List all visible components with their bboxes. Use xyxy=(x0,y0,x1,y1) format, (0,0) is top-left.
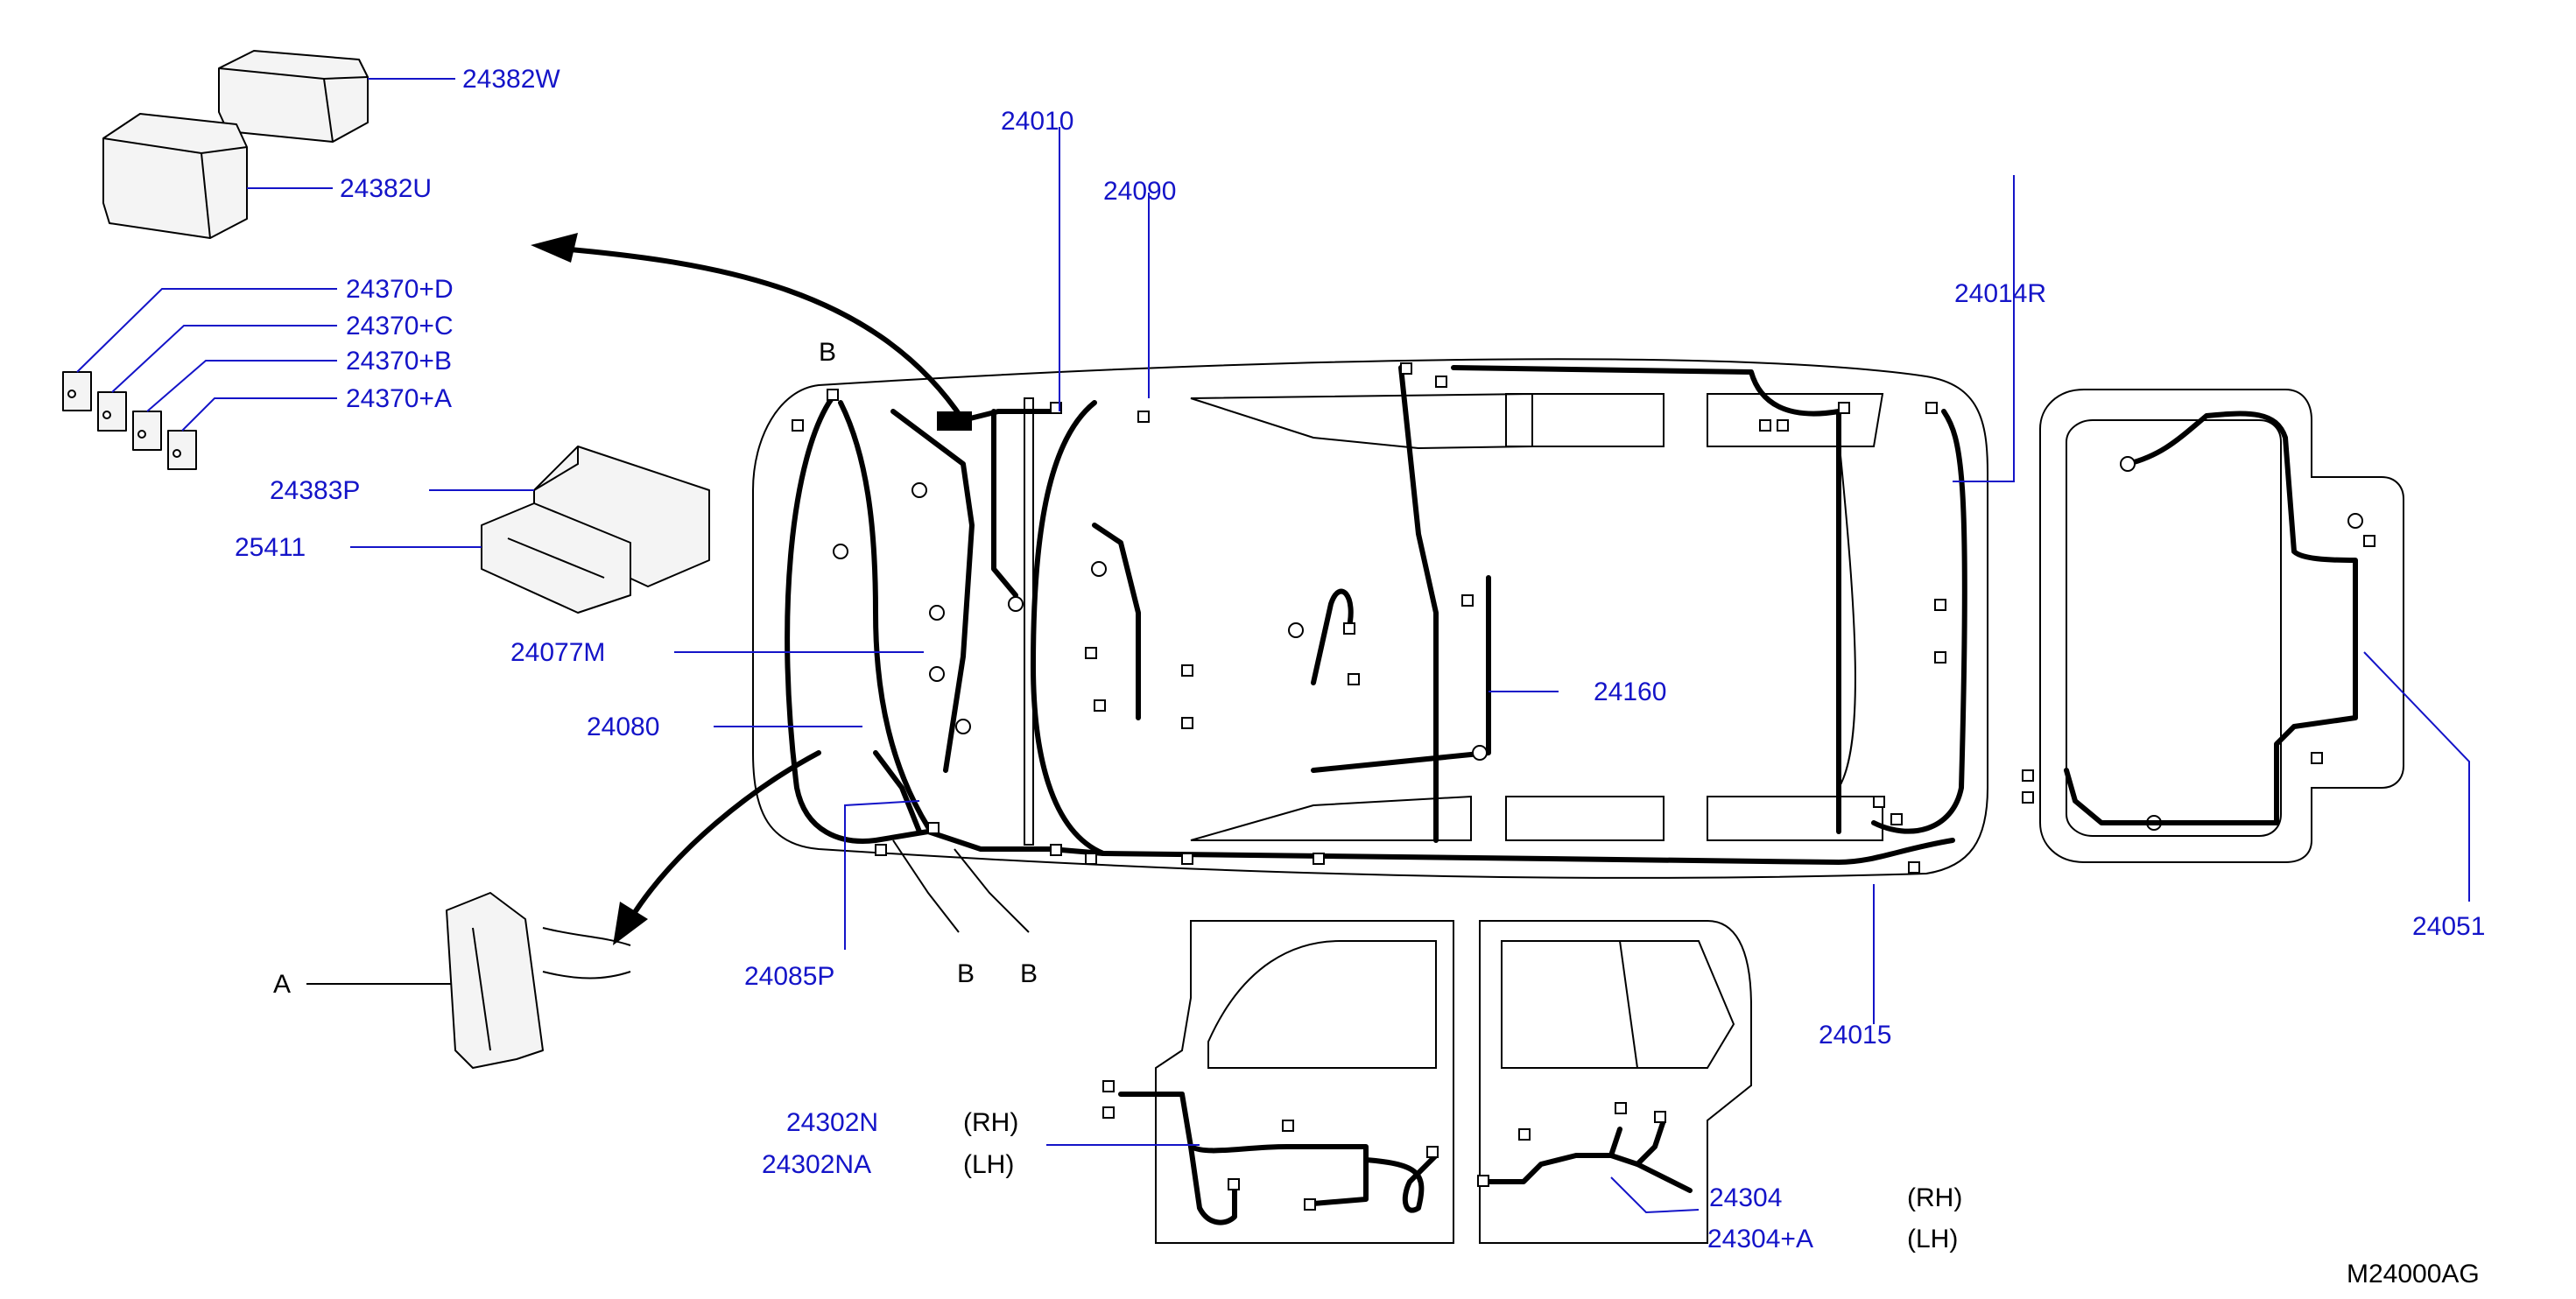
label-24304-a: 24304+A xyxy=(1707,1225,1813,1253)
label-24370-b: 24370+B xyxy=(346,347,452,376)
leader-lines xyxy=(76,78,2470,1214)
relay-24370-d xyxy=(62,371,92,411)
tailgate-24051 xyxy=(2022,389,2404,863)
front-door-24302n xyxy=(1102,920,1454,1244)
diagram-code: M24000AG xyxy=(2347,1260,2480,1288)
label-24370-c: 24370+C xyxy=(346,312,454,341)
callout-b-top: B xyxy=(819,338,836,367)
label-24090: 24090 xyxy=(1103,177,1176,206)
fuse-box-24382w xyxy=(218,50,369,143)
callout-b-right: B xyxy=(1020,959,1038,988)
label-24080: 24080 xyxy=(587,713,659,741)
relay-24370-c xyxy=(97,391,127,432)
label-24160: 24160 xyxy=(1594,678,1666,706)
label-24370-d: 24370+D xyxy=(346,275,454,304)
relay-box-25411 xyxy=(481,502,631,614)
label-24014r: 24014R xyxy=(1954,279,2046,308)
relay-24370-b xyxy=(132,411,162,451)
label-24383p: 24383P xyxy=(270,476,360,505)
connector-a xyxy=(446,892,631,1069)
callout-b-left: B xyxy=(957,959,975,988)
side-lh-rear: (LH) xyxy=(1907,1225,1958,1253)
label-24302na: 24302NA xyxy=(762,1150,871,1179)
fuse-box-24382u xyxy=(102,113,248,239)
label-24010: 24010 xyxy=(1001,107,1073,136)
label-24370-a: 24370+A xyxy=(346,384,452,413)
harness-connectors xyxy=(792,362,2162,874)
label-24302n: 24302N xyxy=(786,1108,878,1137)
label-24015: 24015 xyxy=(1819,1021,1891,1050)
label-25411: 25411 xyxy=(235,533,306,562)
label-24077m: 24077M xyxy=(510,638,605,667)
side-lh-front: (LH) xyxy=(963,1150,1014,1179)
main-harness-wiring xyxy=(785,365,1967,865)
label-24304: 24304 xyxy=(1709,1183,1782,1212)
label-24382w: 24382W xyxy=(462,65,560,94)
side-rh-front: (RH) xyxy=(963,1108,1018,1137)
rear-door-24304 xyxy=(1477,920,1752,1244)
label-24085p: 24085P xyxy=(744,962,834,991)
label-24382u: 24382U xyxy=(340,174,432,203)
relay-24370-a xyxy=(167,430,197,470)
label-24051: 24051 xyxy=(2412,912,2485,941)
callout-a: A xyxy=(273,970,291,999)
side-rh-rear: (RH) xyxy=(1907,1183,1962,1212)
